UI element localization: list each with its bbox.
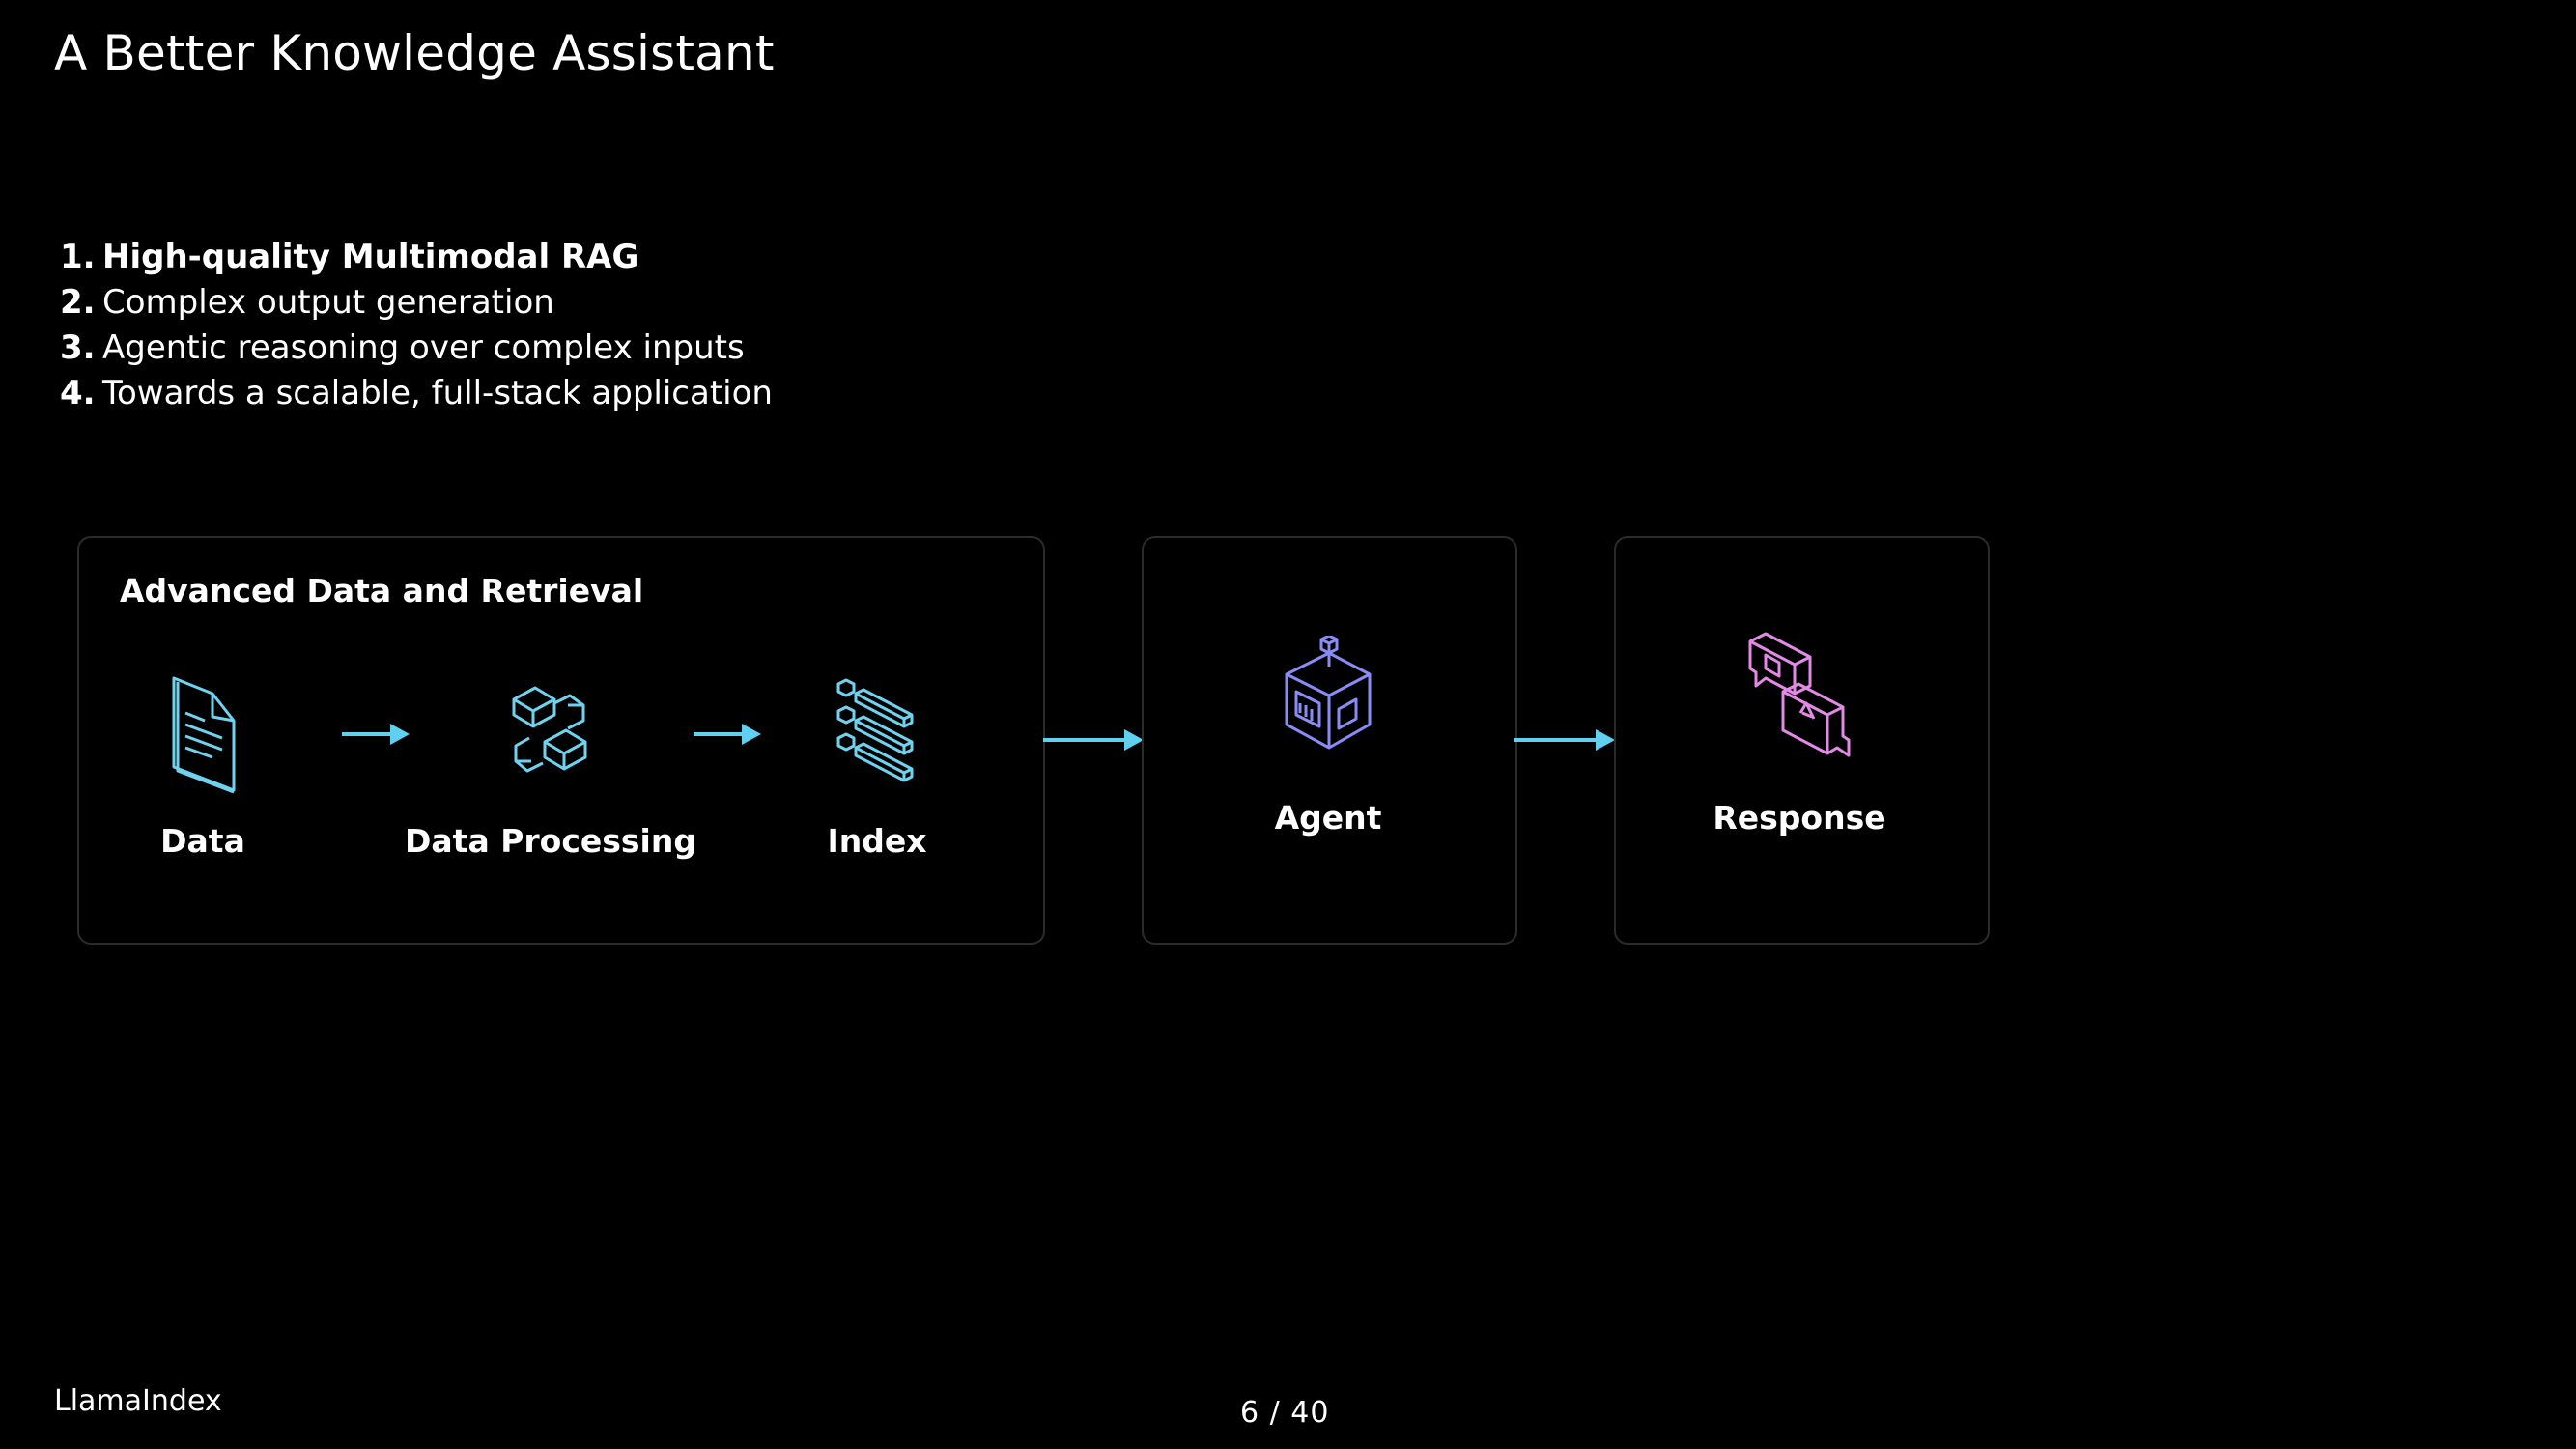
group-label: Advanced Data and Retrieval [120,572,644,610]
list-text: High-quality Multimodal RAG [102,238,639,276]
list-item: 1.High-quality Multimodal RAG [60,235,773,280]
footer-brand: LlamaIndex [54,1384,222,1418]
list-number: 1. [60,238,96,276]
list-item: 2.Complex output generation [60,280,773,326]
list-number: 4. [60,374,96,412]
node-label-processing: Data Processing [405,822,696,860]
list-text: Agentic reasoning over complex inputs [102,328,745,367]
list-item: 3.Agentic reasoning over complex inputs [60,326,773,371]
arrow-right-icon [342,724,410,745]
index-bars-icon [835,678,918,794]
data-retrieval-group [77,536,1045,945]
slide-title: A Better Knowledge Assistant [54,25,775,81]
list-number: 3. [60,328,96,367]
document-icon [166,674,241,794]
list-text: Towards a scalable, full-stack applicati… [102,374,773,412]
process-blocks-icon [510,682,589,786]
node-label-agent: Agent [1274,799,1382,837]
arrow-right-icon [694,724,761,745]
list-item: 4.Towards a scalable, full-stack applica… [60,371,773,416]
node-label-response: Response [1713,799,1886,837]
chat-bubbles-icon [1746,632,1854,761]
arrow-right-icon [1043,729,1144,751]
page-indicator: 6 / 40 [1240,1396,1330,1430]
node-label-data: Data [160,822,245,860]
list-number: 2. [60,283,96,322]
feature-list: 1.High-quality Multimodal RAG 2.Complex … [60,235,773,416]
list-text: Complex output generation [102,283,554,322]
arrow-right-icon [1514,729,1615,751]
agent-cube-icon [1283,636,1373,752]
node-label-index: Index [827,822,927,860]
